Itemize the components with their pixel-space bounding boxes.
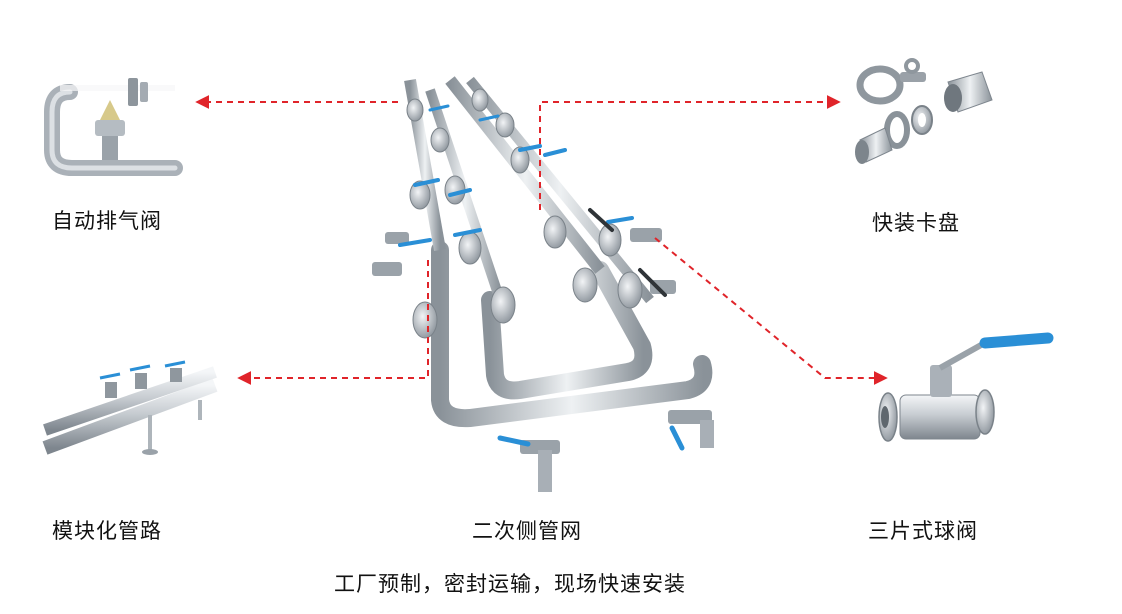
label-three-piece-ball-valve: 三片式球阀 bbox=[868, 519, 978, 543]
modular-piping-image bbox=[42, 360, 218, 455]
arrow-to-modular-piping bbox=[237, 260, 429, 385]
caption: 工厂预制，密封运输，现场快速安装 bbox=[334, 572, 686, 596]
label-quick-clamp: 快装卡盘 bbox=[872, 211, 960, 235]
arrow-to-quick-clamp bbox=[539, 95, 841, 210]
secondary-pipe-network-image bbox=[372, 67, 714, 492]
label-auto-vent-valve: 自动排气阀 bbox=[52, 209, 162, 233]
three-piece-ball-valve-image bbox=[878, 332, 1054, 442]
callout-arrows bbox=[195, 95, 888, 385]
label-secondary-pipe-network: 二次侧管网 bbox=[472, 519, 582, 543]
label-modular-piping: 模块化管路 bbox=[52, 519, 162, 543]
arrow-to-ball-valve bbox=[654, 237, 888, 385]
auto-vent-valve-image bbox=[44, 78, 183, 176]
quick-clamp-image bbox=[855, 58, 993, 164]
